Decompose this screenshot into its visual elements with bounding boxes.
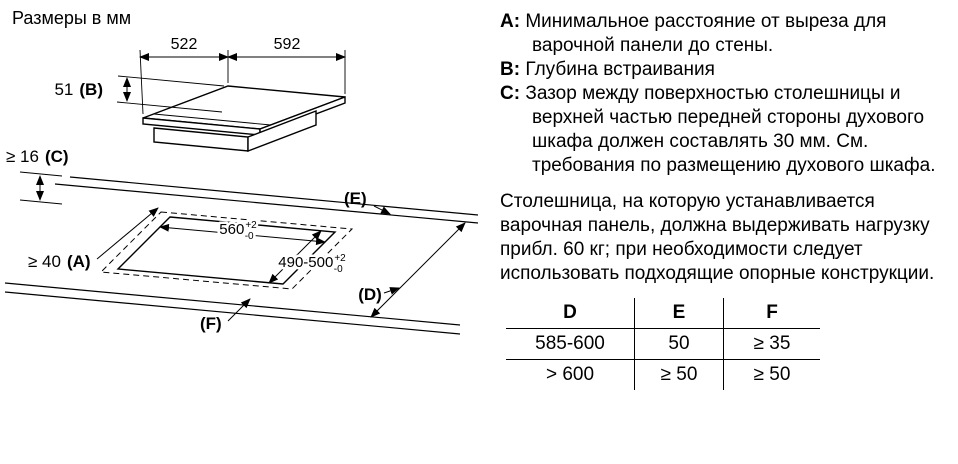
legend-text-a: Минимальное расстояние от выреза для вар…	[525, 11, 887, 56]
dim-560-label: 560+2-0	[219, 220, 257, 242]
legend-panel: A: Минимальное расстояние от выреза для …	[500, 10, 947, 390]
dimension-cutout-depth: 490-500+2-0	[268, 230, 349, 284]
label-f: (F)	[200, 298, 251, 333]
svg-text:(F): (F)	[200, 314, 222, 333]
dimension-table: D E F 585-600 50 ≥ 35 > 600 ≥ 50 ≥ 50	[506, 298, 820, 390]
hob-body-side	[247, 109, 317, 153]
table-header-e: E	[634, 298, 724, 329]
table-cell: 585-600	[535, 333, 605, 354]
svg-text:(E): (E)	[344, 189, 367, 208]
label-d: (D)	[358, 222, 466, 318]
table-cell: ≥ 50	[723, 359, 820, 390]
table-cell: > 600	[506, 359, 635, 390]
installation-diagram-svg: 522 592 51(B) ≥ 16(C) 560+2-0	[4, 36, 479, 335]
label-e: (E)	[344, 189, 391, 215]
dim-592: 592	[274, 36, 301, 53]
dim-522: 522	[171, 36, 198, 53]
dim-c-label: ≥ 16(C)	[6, 147, 69, 166]
page-title: Размеры в мм	[12, 8, 132, 28]
table-cell: 50	[634, 328, 724, 360]
dimension-b: 51(B)	[54, 75, 225, 113]
table-header-d: D	[506, 298, 635, 329]
dim-b-label: 51(B)	[54, 80, 103, 99]
dim-490-500-label: 490-500+2-0	[278, 253, 346, 275]
worktop-back-edge	[54, 183, 479, 224]
table-cell: ≥ 50	[634, 359, 724, 390]
dimension-c: ≥ 16(C)	[6, 147, 69, 205]
worktop-front-edge	[4, 282, 461, 326]
legend-key-b: B:	[500, 59, 521, 80]
legend-item-a: A: Минимальное расстояние от выреза для …	[500, 10, 947, 58]
legend-item-b: B: Глубина встраивания	[500, 58, 947, 82]
table-row: > 600 ≥ 50 ≥ 50	[506, 359, 820, 390]
wall-line	[69, 176, 479, 216]
legend-item-c: C: Зазор между поверхностью столешницы и…	[500, 82, 947, 178]
svg-text:(D): (D)	[358, 285, 382, 304]
hob-control-line	[153, 113, 272, 126]
table-row: 585-600 50 ≥ 35	[506, 328, 820, 360]
hob-top-dimensions: 522 592	[139, 36, 346, 115]
legend-key-c: C:	[500, 83, 521, 104]
table-header-f: F	[723, 298, 820, 329]
hob-drawing	[142, 85, 346, 153]
legend-text-c: Зазор между поверхностью столешницы и ве…	[525, 83, 936, 176]
load-note: Столешница, на которую устанавливается в…	[500, 191, 935, 284]
legend-text-b: Глубина встраивания	[525, 59, 715, 80]
worktop-front-thickness	[4, 291, 461, 335]
dim-a-label: ≥ 40(A)	[28, 252, 91, 271]
installation-diagram: 522 592 51(B) ≥ 16(C) 560+2-0	[4, 36, 479, 335]
legend-key-a: A:	[500, 11, 521, 32]
dimension-cutout-width: 560+2-0	[159, 218, 326, 246]
table-cell: ≥ 35	[723, 328, 820, 360]
table-header-row: D E F	[506, 298, 820, 329]
dimension-a: ≥ 40(A)	[28, 207, 159, 271]
